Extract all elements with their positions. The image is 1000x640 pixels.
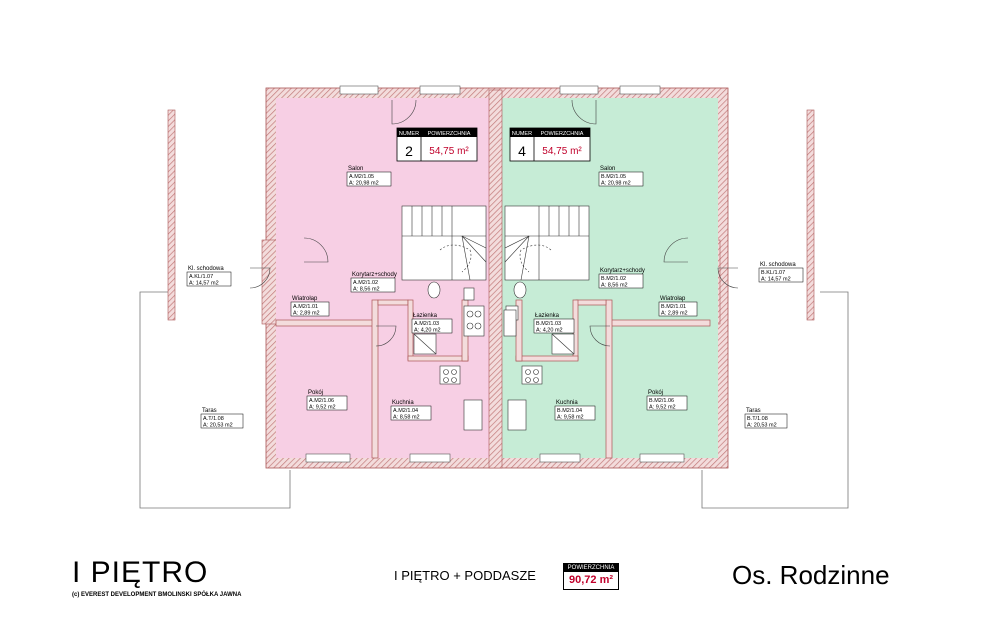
room-code: B.M2/1.01 — [661, 304, 686, 310]
room-name: Łazienka — [535, 313, 560, 319]
room-label-salon-b: Salon B.M2/1.05 A: 20,98 m2 — [598, 166, 644, 187]
room-label-salon-a: Salon A.M2/1.05 A: 20,98 m2 — [346, 166, 392, 187]
room-label-klatka-b: Kl. schodowa B.KL/1.07 A: 14,57 m2 — [758, 262, 804, 283]
room-name: Salon — [600, 166, 615, 172]
room-area: A: 9,52 m2 — [649, 405, 676, 411]
room-code: A.M2/1.04 — [393, 408, 418, 414]
room-code: A.KL/1.07 — [189, 274, 213, 280]
room-area: A: 20,53 m2 — [747, 423, 777, 429]
terrace-right — [701, 291, 849, 509]
room-label-lazienka-b: Łazienka B.M2/1.03 A: 4,20 m2 — [533, 313, 575, 334]
room-area: A: 9,52 m2 — [309, 405, 336, 411]
room-code: A.M2/1.03 — [414, 321, 439, 327]
bathroom-fixtures — [413, 281, 575, 431]
room-area: A: 20,98 m2 — [601, 181, 631, 187]
room-name: Kl. schodowa — [760, 262, 796, 268]
room-code: A.M2/1.02 — [353, 280, 378, 286]
unit-b-area-header: POWIERZCHNIA — [541, 131, 584, 137]
room-code: B.T/1.08 — [747, 416, 768, 422]
total-area-value: 90,72 m² — [568, 574, 614, 586]
room-code: B.KL/1.07 — [761, 270, 785, 276]
room-name: Taras — [202, 408, 217, 414]
unit-a-area: 54,75 m² — [429, 146, 469, 157]
room-code: B.M2/1.03 — [536, 321, 561, 327]
room-label-pokoj-b: Pokój B.M2/1.06 A: 9,52 m2 — [646, 390, 688, 411]
room-name: Łazienka — [413, 313, 438, 319]
room-name: Kl. schodowa — [188, 266, 224, 272]
room-code: B.M2/1.04 — [557, 408, 582, 414]
room-code: B.M2/1.06 — [649, 398, 674, 404]
room-code: B.M2/1.05 — [601, 174, 626, 180]
room-area: A: 14,57 m2 — [761, 277, 791, 283]
unit-b-number: 4 — [518, 143, 526, 159]
room-name: Wiatrołap — [292, 296, 318, 302]
unit-a-number: 2 — [405, 143, 413, 159]
room-label-korytarz-a: Korytarz+schody A.M2/1.02 A: 8,56 m2 — [350, 272, 397, 293]
room-name: Kuchnia — [556, 400, 578, 406]
room-name: Salon — [348, 166, 363, 172]
estate-name: Os. Rodzinne — [732, 560, 890, 590]
unit-a-number-header: NUMER — [399, 131, 419, 137]
room-area: A: 9,58 m2 — [557, 415, 584, 421]
stairs-b — [504, 205, 590, 281]
room-area: A: 8,56 m2 — [353, 287, 380, 293]
unit-a-area-header: POWIERZCHNIA — [428, 131, 471, 137]
total-area-box: POWIERZCHNIA 90,72 m² — [563, 563, 619, 590]
room-name: Pokój — [648, 390, 663, 396]
room-code: A.M2/1.01 — [293, 304, 318, 310]
room-area: A: 20,53 m2 — [203, 423, 233, 429]
terrace-left — [139, 291, 291, 509]
unit-table-b: NUMER POWIERZCHNIA 4 54,75 m² — [509, 127, 591, 162]
room-name: Wiatrołap — [660, 296, 686, 302]
room-area: A: 8,56 m2 — [601, 283, 628, 289]
room-name: Taras — [746, 408, 761, 414]
stairwell-wall-right — [806, 109, 815, 321]
room-area: A: 14,57 m2 — [189, 281, 219, 287]
room-label-wiatrolap-b: Wiatrołap B.M2/1.01 A: 2,89 m2 — [658, 296, 698, 317]
stairwell-wall-left — [167, 109, 176, 321]
room-name: Pokój — [308, 390, 323, 396]
door-swings — [249, 99, 739, 347]
room-code: B.M2/1.02 — [601, 276, 626, 282]
room-name: Korytarz+schody — [352, 272, 397, 278]
copyright-note: (c) EVEREST DEVELOPMENT BMOLINSKI SPÓŁKA… — [72, 592, 242, 598]
room-label-korytarz-b: Korytarz+schody B.M2/1.02 A: 8,56 m2 — [598, 268, 645, 289]
room-label-taras-b: Taras B.T/1.08 A: 20,53 m2 — [744, 408, 788, 429]
room-area: A: 4,20 m2 — [414, 328, 441, 334]
room-label-pokoj-a: Pokój A.M2/1.06 A: 9,52 m2 — [306, 390, 348, 411]
room-name: Korytarz+schody — [600, 268, 645, 274]
room-area: A: 8,58 m2 — [393, 415, 420, 421]
room-code: A.M2/1.06 — [309, 398, 334, 404]
unit-b-number-header: NUMER — [512, 131, 532, 137]
interior-walls-b — [515, 299, 711, 459]
floor-summary-label: I PIĘTRO + PODDASZE — [394, 568, 536, 583]
room-code: A.T/1.08 — [203, 416, 224, 422]
room-label-taras-a: Taras A.T/1.08 A: 20,53 m2 — [200, 408, 244, 429]
windows — [305, 85, 685, 463]
room-label-lazienka-a: Łazienka A.M2/1.03 A: 4,20 m2 — [411, 313, 453, 334]
room-area: A: 2,89 m2 — [661, 311, 688, 317]
room-code: A.M2/1.05 — [349, 174, 374, 180]
room-area: A: 2,89 m2 — [293, 311, 320, 317]
room-label-kuchnia-b: Kuchnia B.M2/1.04 A: 9,58 m2 — [554, 400, 596, 421]
room-labels: Salon A.M2/1.05 A: 20,98 m2 Salon B.M2/1… — [186, 166, 804, 429]
room-name: Kuchnia — [392, 400, 414, 406]
room-area: A: 20,98 m2 — [349, 181, 379, 187]
room-label-kuchnia-a: Kuchnia A.M2/1.04 A: 8,58 m2 — [390, 400, 432, 421]
stairs-a — [401, 205, 487, 281]
floor-title: I PIĘTRO — [72, 556, 209, 589]
total-area-header: POWIERZCHNIA — [564, 564, 618, 572]
room-label-wiatrolap-a: Wiatrołap A.M2/1.01 A: 2,89 m2 — [290, 296, 330, 317]
room-label-klatka-a: Kl. schodowa A.KL/1.07 A: 14,57 m2 — [186, 266, 232, 287]
unit-b-area: 54,75 m² — [542, 146, 582, 157]
room-area: A: 4,20 m2 — [536, 328, 563, 334]
unit-table-a: NUMER POWIERZCHNIA 2 54,75 m² — [396, 127, 478, 162]
party-wall — [488, 89, 503, 469]
